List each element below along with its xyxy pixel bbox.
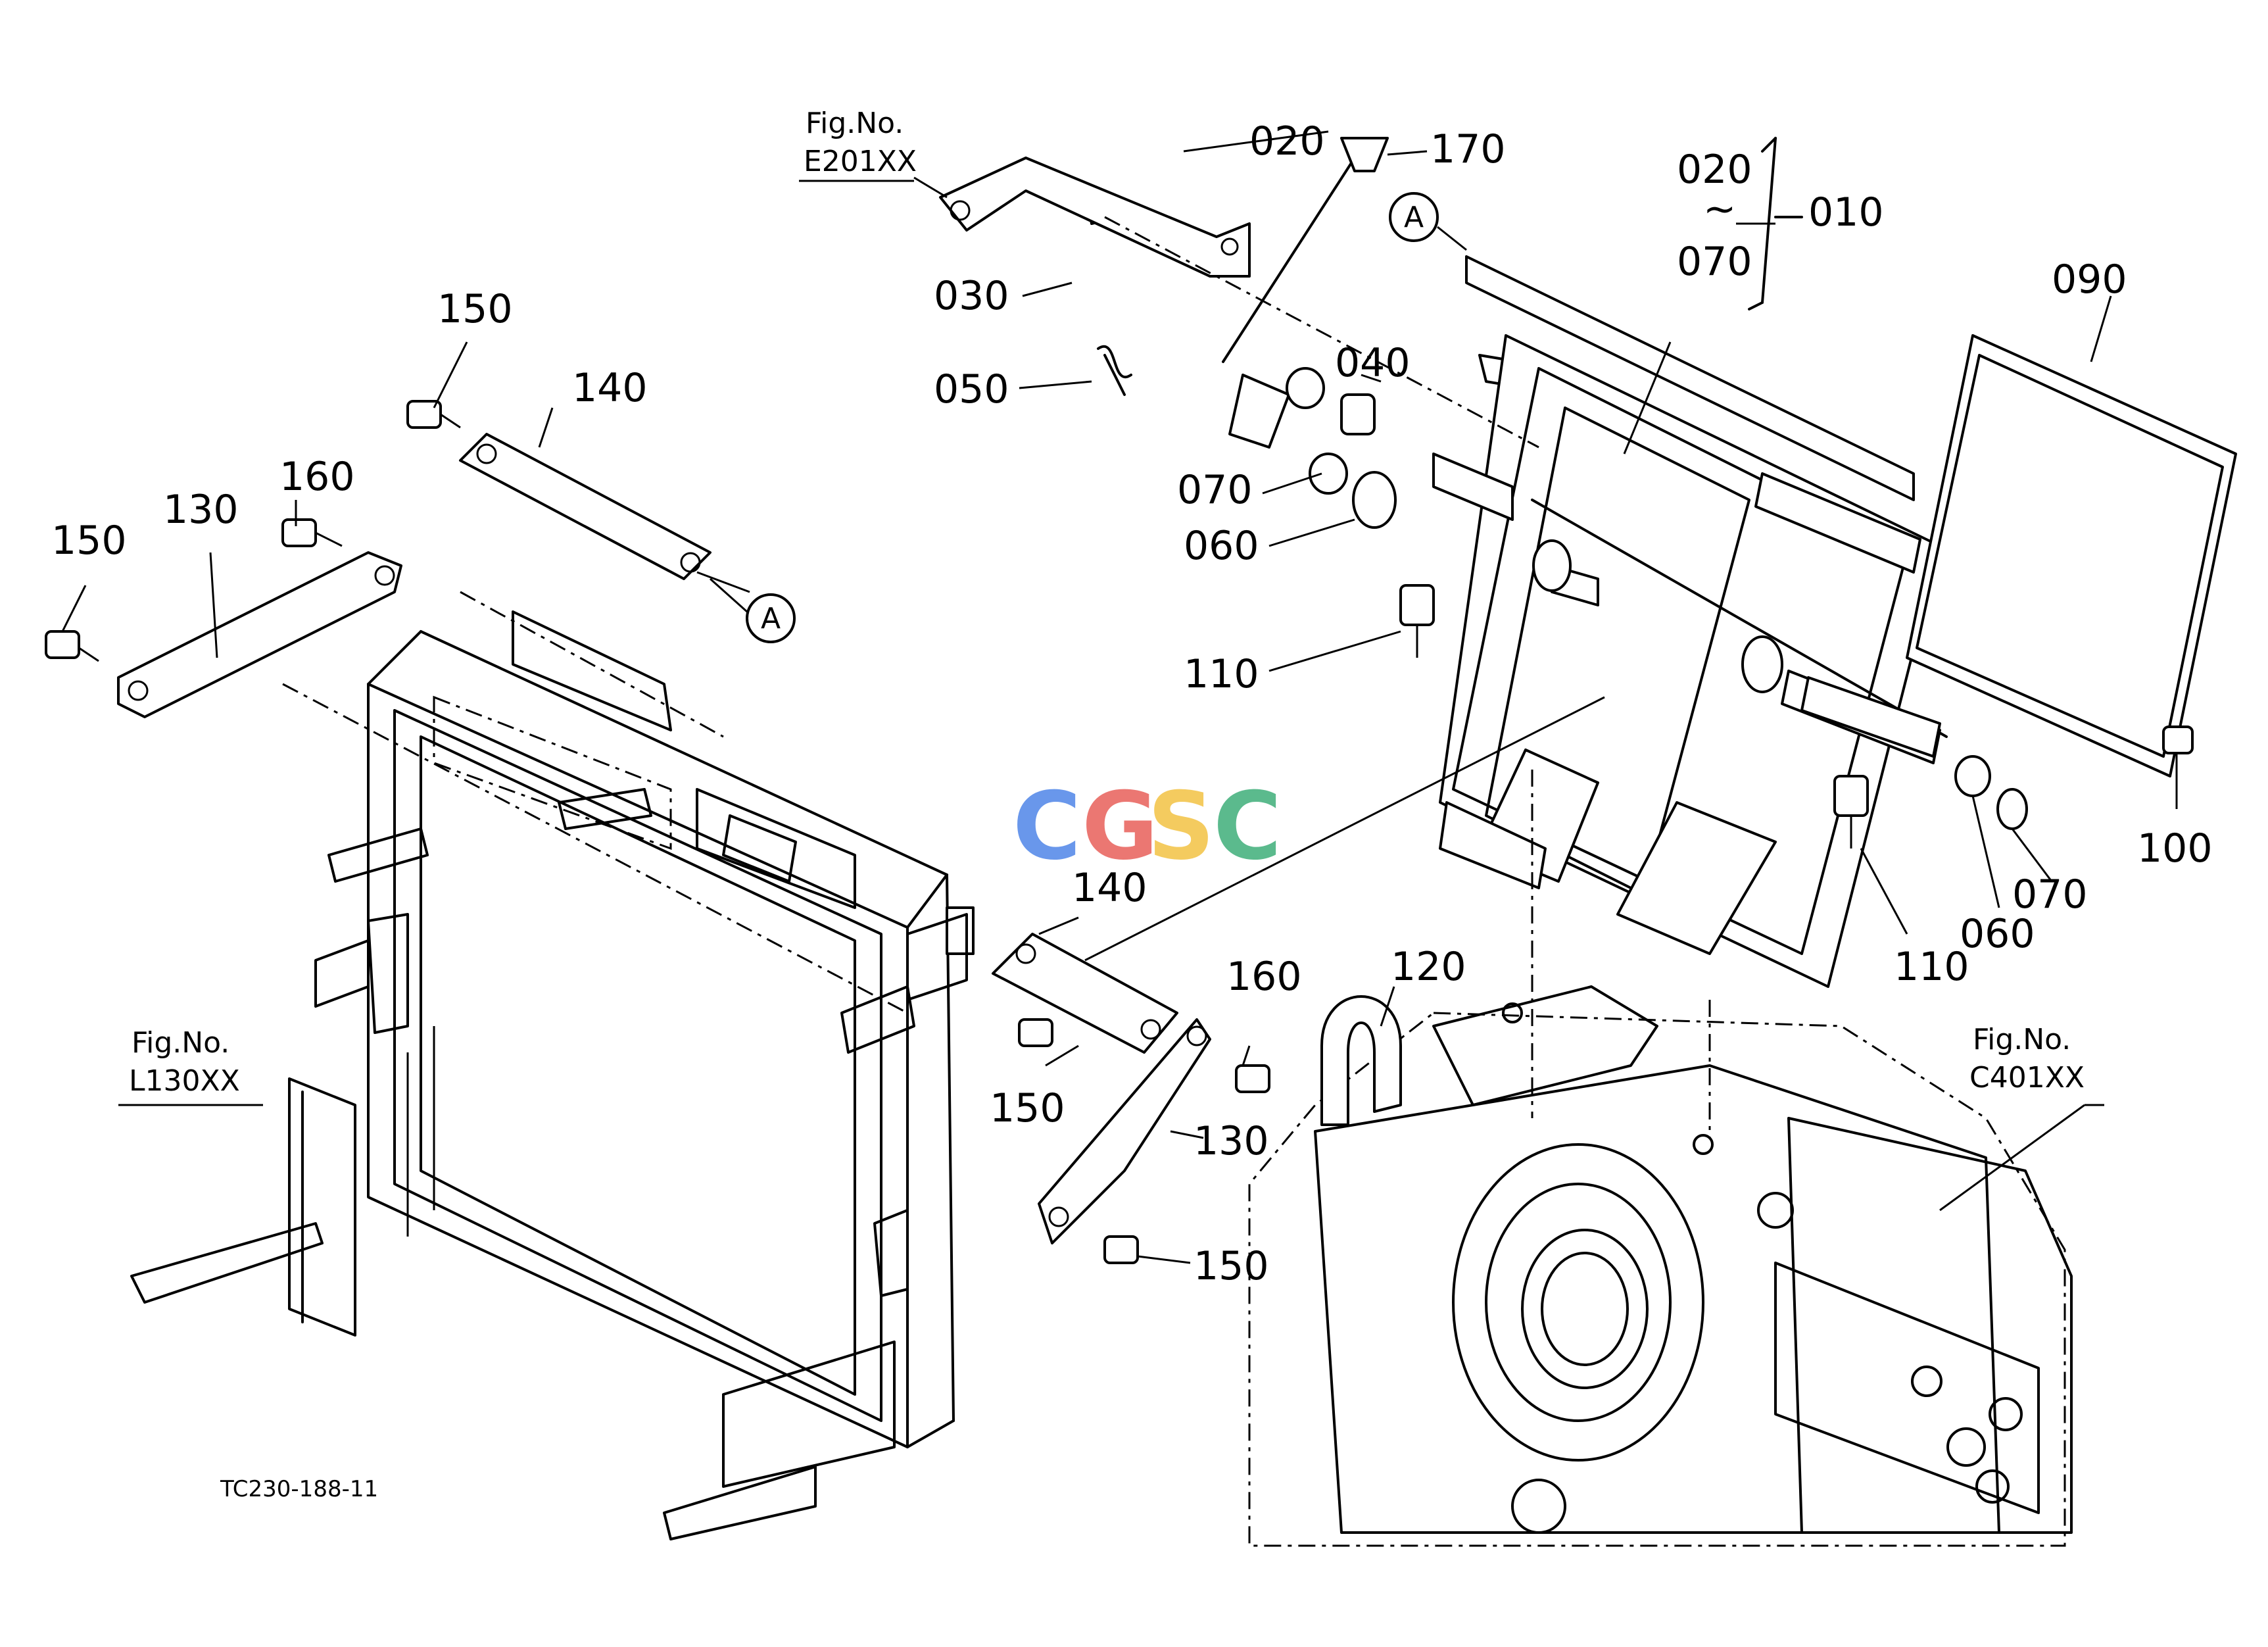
figure-ref-l130-line1: Fig.No.: [132, 1026, 229, 1060]
watermark-letter-2: G: [1082, 772, 1159, 881]
leader-lines: [61, 130, 2178, 1264]
part-label-040: 040: [1335, 340, 1411, 386]
figure-ref-e201-line1: Fig.No.: [806, 107, 904, 140]
pedal-cover-plate: [1906, 334, 2237, 777]
figure-ref-e201: Fig.No. E201XX: [799, 107, 917, 182]
part-label-100: 100: [2137, 825, 2213, 872]
part-label-110-b: 110: [1894, 944, 1969, 990]
part-label-070-a: 070: [1177, 467, 1253, 513]
rod-140-upper: [459, 433, 712, 580]
hose-120: [1320, 995, 1402, 1126]
transmission-case-drawing: [1248, 985, 2073, 1547]
part-label-120: 120: [1391, 944, 1466, 990]
figure-ref-l130-line2: L130XX: [129, 1064, 240, 1098]
part-label-070-b: 070: [2012, 872, 2088, 918]
part-label-110-a: 110: [1184, 651, 1259, 697]
part-label-170: 170: [1430, 126, 1506, 172]
watermark-letter-4: C: [1213, 772, 1282, 881]
part-label-160-b: 160: [1226, 954, 1302, 1000]
part-label-130-b: 130: [1194, 1118, 1269, 1164]
figure-ref-l130: Fig.No. L130XX: [129, 1026, 240, 1098]
range-tilde: ~: [1703, 186, 1736, 232]
part-label-020-top: 020: [1249, 118, 1325, 164]
figure-ref-c401: Fig.No. C401XX: [1969, 1023, 2085, 1094]
part-label-150-a: 150: [437, 286, 513, 332]
watermark-letter-1: C: [1013, 772, 1081, 881]
part-label-060-a: 060: [1184, 523, 1259, 569]
front-frame-drawing: [130, 591, 975, 1540]
part-label-150-c: 150: [990, 1085, 1065, 1131]
link-130-upper: [117, 551, 402, 718]
part-label-090: 090: [2052, 257, 2127, 303]
callout-a-upper: A: [1389, 192, 1467, 251]
callout-a-upper-label: A: [1404, 201, 1424, 234]
rod-140-lower: [992, 933, 1178, 1054]
part-number-labels: 020 170 020 ~ 070 010 090 030 040 050 07…: [51, 118, 2213, 1289]
drawing-code: TC230-188-11: [220, 1476, 378, 1502]
part-label-050: 050: [934, 366, 1009, 412]
figure-ref-c401-line2: C401XX: [1969, 1061, 2085, 1094]
part-label-060-b: 060: [1960, 911, 2035, 957]
part-label-020-range: 020: [1677, 147, 1752, 193]
part-label-140-a: 140: [572, 365, 648, 411]
cgsc-watermark: C G S C: [1013, 772, 1282, 881]
part-label-160-a: 160: [279, 454, 355, 500]
link-130-lower: [1038, 1018, 1211, 1244]
pedal-shaft-parts: [939, 137, 2028, 830]
part-label-010: 010: [1808, 189, 1884, 235]
callout-a-lower-label: A: [761, 602, 781, 635]
bolts: [45, 400, 2194, 1264]
part-label-070-range: 070: [1677, 239, 1752, 285]
pedal-bracket-drawing: [1439, 255, 1948, 1138]
callout-a-lower: A: [710, 578, 796, 643]
part-label-130-a: 130: [163, 487, 239, 533]
figure-ref-e201-line2: E201XX: [804, 145, 917, 178]
part-label-150-b: 150: [51, 518, 127, 564]
figure-ref-c401-line1: Fig.No.: [1973, 1023, 2071, 1056]
part-label-150-d: 150: [1194, 1243, 1269, 1289]
part-label-030: 030: [934, 273, 1009, 319]
part-label-140-b: 140: [1072, 865, 1147, 911]
watermark-letter-3: S: [1147, 772, 1215, 881]
